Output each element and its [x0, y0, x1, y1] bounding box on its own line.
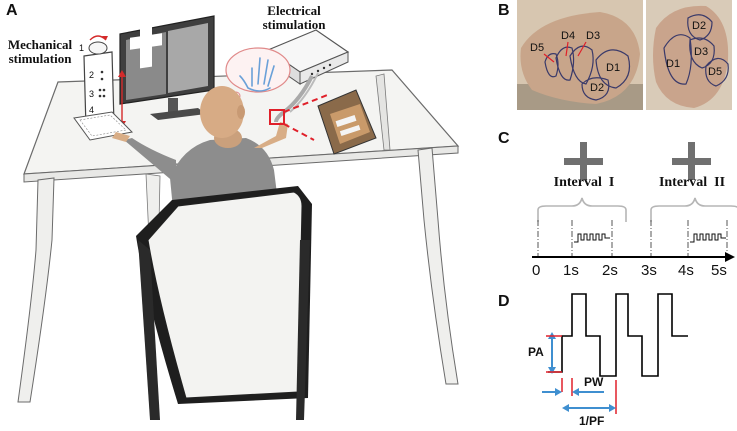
interval-1-label: Interval I	[553, 175, 615, 190]
time-tick-2s: 2s	[602, 262, 618, 279]
electrical-stimulation-label: Electrical stimulation	[250, 4, 338, 31]
table-leg-back	[375, 73, 391, 151]
screen-cross-horizontal	[130, 33, 162, 50]
digit-label-right-d3: D3	[694, 46, 709, 58]
pa-label: PA	[528, 345, 544, 359]
table-leg-right	[417, 147, 459, 385]
probe-number-2: 2	[89, 70, 94, 80]
person-head	[200, 86, 244, 138]
monitor-stand-neck	[168, 98, 178, 112]
electrical-label-line2: stimulation	[262, 16, 326, 32]
monitor-screen-right	[168, 23, 208, 93]
time-tick-3s: 3s	[641, 262, 657, 279]
panel-label-d: D	[498, 293, 510, 310]
rotation-arrow-icon	[89, 35, 107, 41]
chair-leg-left	[138, 240, 160, 420]
digit-label-left-d4: D4	[561, 30, 576, 42]
mechanical-label-line2: stimulation	[8, 50, 72, 66]
person-left-arm	[124, 138, 176, 184]
digit-label-left-d1: D1	[606, 62, 621, 74]
probe-number-1: 1	[79, 43, 84, 53]
thought-bubble	[225, 47, 291, 93]
rotation-arrowhead-icon	[102, 36, 108, 40]
interval-2-label: Interval II	[658, 175, 726, 190]
probe-number-3: 3	[89, 89, 94, 99]
mechanical-stimulation-label: Mechanical stimulation	[2, 38, 78, 65]
person-right-arm	[254, 122, 288, 148]
time-tick-1s: 1s	[563, 262, 579, 279]
time-tick-0: 0	[532, 262, 541, 279]
electrical-label-line1: Electrical	[267, 3, 321, 18]
digit-label-right-d1: D1	[666, 58, 681, 70]
table-leg-left	[17, 177, 55, 403]
digit-label-right-d5: D5	[708, 66, 723, 78]
probe-number-4: 4	[89, 105, 94, 115]
monitor-stand-base	[150, 108, 206, 120]
panel-label-b: B	[498, 2, 510, 19]
panel-label-c: C	[498, 130, 510, 147]
vertical-arrow-up-icon	[118, 70, 126, 77]
digit-label-left-d2: D2	[590, 82, 605, 94]
time-tick-4s: 4s	[678, 262, 694, 279]
stump-highlight-box	[269, 109, 285, 125]
phantom-hand-icon	[239, 57, 275, 92]
time-tick-5s: 5s	[711, 262, 727, 279]
chair-leg-right	[296, 240, 310, 420]
digit-label-left-d5: D5	[530, 42, 545, 54]
pw-label: PW	[584, 375, 604, 389]
mechanical-device-top	[88, 41, 108, 55]
digit-label-left-d3: D3	[586, 30, 601, 42]
digit-label-right-d2: D2	[692, 20, 707, 32]
pf-label: 1/PF	[579, 414, 605, 428]
mechanical-label-line1: Mechanical	[7, 37, 73, 52]
panel-label-a: A	[6, 2, 18, 19]
chair-back	[147, 191, 303, 399]
